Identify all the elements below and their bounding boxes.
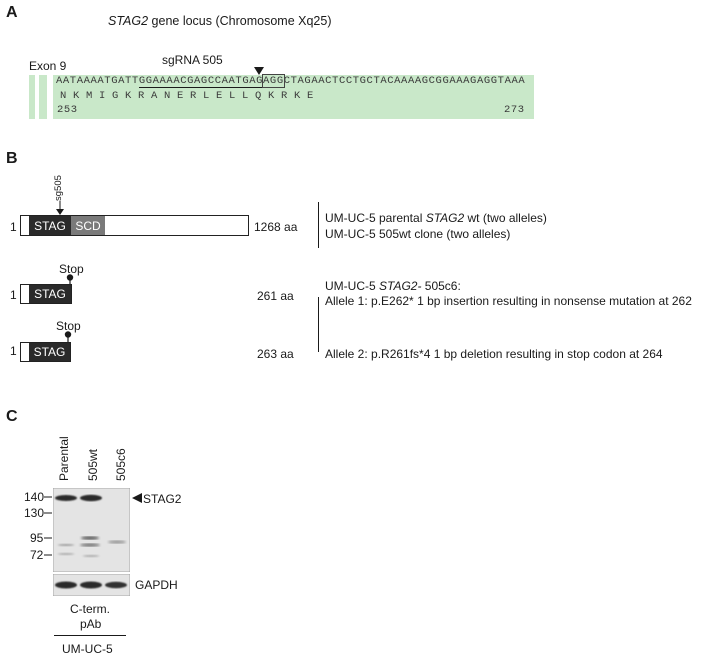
seq-intron: GTAAA [490, 75, 526, 87]
gapdh-band-label: GAPDH [135, 578, 178, 592]
mw-marker-72: 72 [30, 548, 44, 562]
lane-label-505c6: 505c6 [114, 448, 128, 481]
lane-label-parental: Parental [57, 436, 71, 481]
sgrna-label: sgRNA 505 [162, 53, 223, 67]
mutant-header-gene: STAG2- [379, 279, 422, 293]
lane-label-505wt: 505wt [86, 448, 100, 481]
allele1-stag-domain: STAG [29, 285, 71, 303]
locus-title: STAG2 gene locus (Chromosome Xq25) [108, 14, 332, 28]
antibody-line-1: C-term. [70, 602, 110, 616]
stag2-band-label: STAG2 [143, 492, 182, 506]
stag2-blot [53, 488, 130, 572]
mw-marker-95: 95 [30, 531, 44, 545]
seq-guide: GGAAAACGAGCCAATGAG [138, 75, 264, 88]
allele1-stop-label: Stop [59, 262, 84, 276]
mw-marker-130: 130 [24, 506, 45, 520]
gapdh-blot [53, 574, 130, 596]
allele2-stop-marker [64, 331, 72, 343]
cell-line-label: UM-UC-5 [62, 642, 113, 656]
sg505-arrow [56, 201, 64, 215]
allele2-description: Allele 2: p.R261fs*4 1 bp deletion resul… [325, 347, 663, 361]
allele1-start: 1 [10, 288, 17, 302]
dna-sequence: AATAAAATGATTGGAAAACGAGCCAATGAGAGGCTAGAAC… [56, 74, 526, 88]
parental-line-2: UM-UC-5 505wt clone (two alleles) [325, 227, 510, 241]
allele2-stop-label: Stop [56, 319, 81, 333]
mw-ticks [44, 496, 52, 556]
exon-bar-left [29, 75, 35, 119]
parental-line-1: UM-UC-5 parental STAG2 wt (two alleles) [325, 211, 547, 225]
full-protein-length: 1268 aa [254, 220, 298, 234]
mutant-header-post: 505c6: [421, 279, 461, 293]
mutant-bracket [318, 297, 319, 352]
parental-line-2-text: UM-UC-5 505wt clone (two alleles) [325, 227, 511, 241]
parental-line-1-pre: UM-UC-5 parental [325, 211, 426, 225]
mutant-header: UM-UC-5 STAG2- 505c6: [325, 279, 461, 293]
allele2-length: 263 aa [257, 347, 294, 361]
full-scd-domain: SCD [71, 216, 105, 235]
allele1-length: 261 aa [257, 289, 294, 303]
seq-pre: AATAAAATGATT [56, 75, 139, 87]
allele2-stag-domain: STAG [29, 343, 70, 361]
sg505-label: sg505 [53, 175, 64, 201]
exon-bar-mid [39, 75, 47, 119]
aa-start-number: 253 [57, 104, 78, 116]
seq-post: CTAGAACTCCTGCTACAAAAGCGGAAAGAG [283, 75, 491, 87]
full-protein-start: 1 [10, 220, 17, 234]
locus-title-gene: STAG2 [108, 14, 149, 28]
mw-marker-140: 140 [24, 490, 45, 504]
locus-title-rest: gene locus (Chromosome Xq25) [148, 14, 332, 28]
stag2-arrow [132, 493, 142, 503]
aa-end-number: 273 [504, 104, 525, 116]
parental-line-1-post: wt (two alleles) [464, 211, 547, 225]
cut-site-marker [254, 67, 264, 75]
panel-b-letter: B [6, 150, 18, 167]
panel-c-letter: C [6, 408, 18, 425]
exon-highlight [53, 75, 534, 119]
panel-a-letter: A [6, 4, 18, 21]
mutant-header-pre: UM-UC-5 [325, 279, 379, 293]
aa-sequence: N K M I G K R A N E R L E L L Q K R K E [60, 90, 314, 102]
seq-pam: AGG [262, 74, 285, 88]
parental-bracket [318, 202, 319, 248]
antibody-line-2: pAb [80, 617, 102, 631]
full-stag-domain: STAG [29, 216, 71, 235]
parental-line-1-gene: STAG2 [425, 211, 465, 225]
cell-line-underline [54, 635, 126, 636]
allele1-description: Allele 1: p.E262* 1 bp insertion resulti… [325, 294, 692, 308]
exon-label: Exon 9 [29, 59, 67, 73]
allele2-start: 1 [10, 344, 17, 358]
